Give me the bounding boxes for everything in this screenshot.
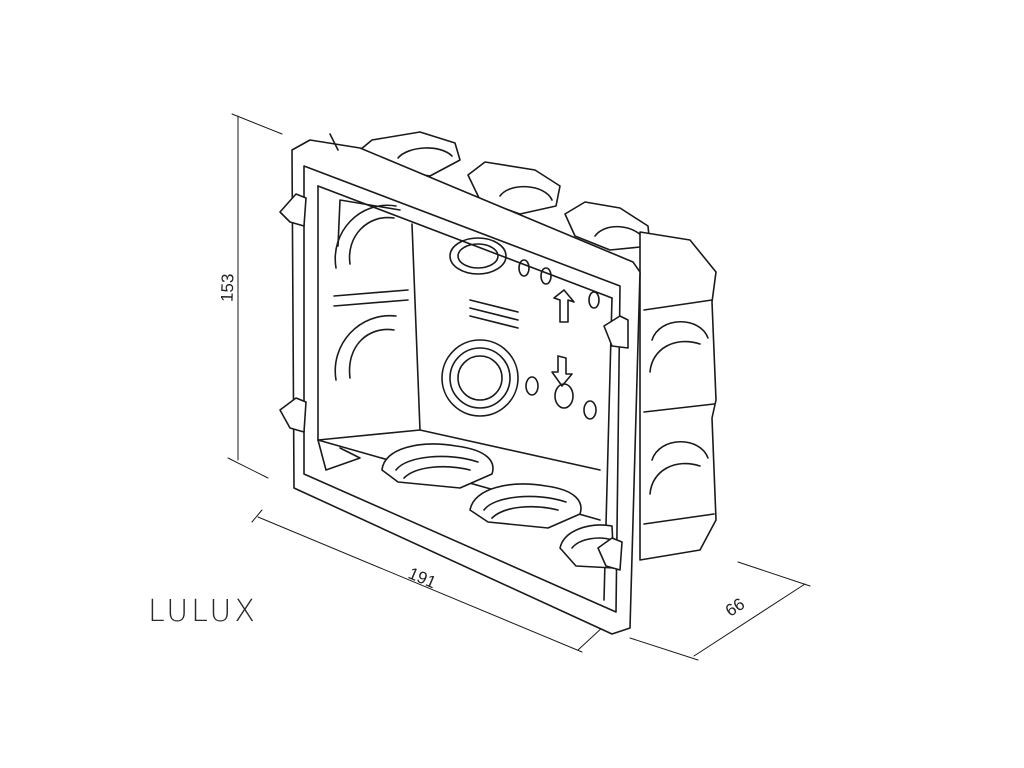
flange-clips [279, 133, 629, 571]
left-wall-knockouts [333, 199, 409, 381]
back-wall-details [441, 237, 600, 420]
dimension-height-label: 153 [218, 273, 238, 302]
brand-logo-text: LULUX [148, 594, 258, 629]
bottom-knockouts [381, 443, 615, 569]
dimension-height: 153 [218, 113, 283, 479]
arrow-down-icon [551, 355, 573, 387]
right-side-housing [639, 231, 717, 561]
arrow-up-icon [553, 289, 575, 323]
top-knockouts [359, 131, 651, 251]
dimension-depth-label: 66 [722, 594, 748, 620]
dimension-depth: 66 [629, 561, 811, 661]
dimension-width-label: 191 [405, 564, 439, 593]
